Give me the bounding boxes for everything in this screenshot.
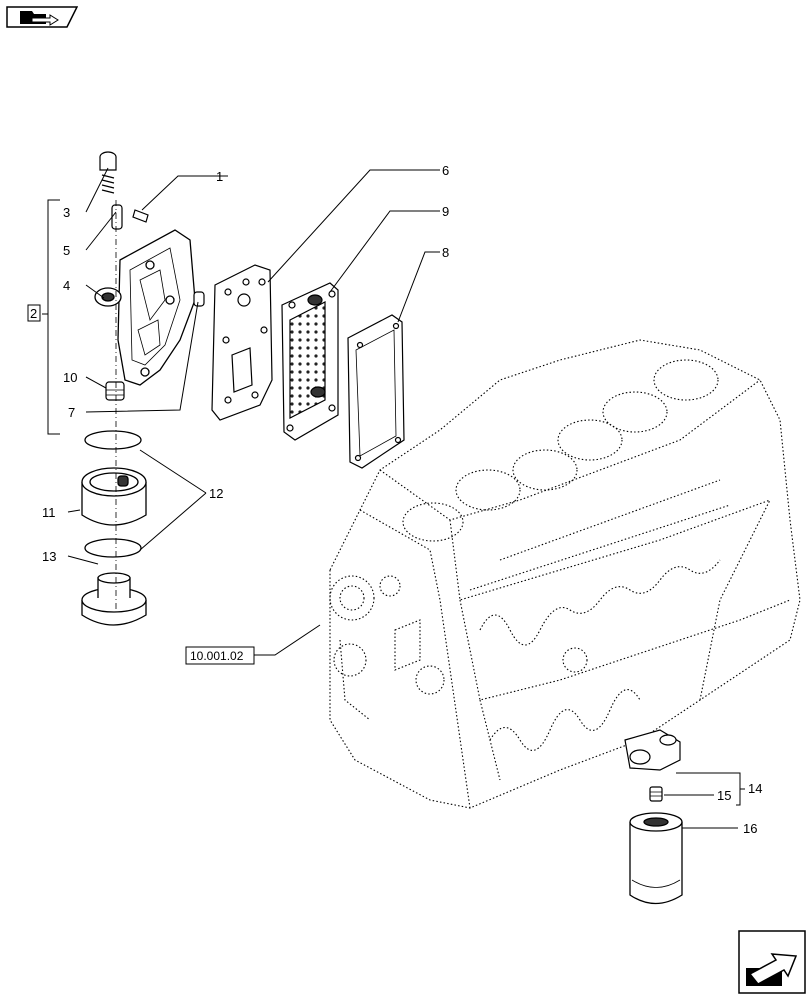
reference-label: 10.001.02 (190, 649, 244, 663)
callout-8: 8 (442, 245, 449, 260)
callout-6: 6 (442, 163, 449, 178)
callout-14: 14 (748, 781, 762, 796)
engine-block (329, 339, 801, 809)
callout-1: 1 (216, 169, 223, 184)
filter-adapter-14 (624, 729, 681, 771)
reference-box (185, 646, 255, 665)
filter-cartridge-16 (629, 812, 683, 905)
nipple-15 (649, 786, 663, 802)
oil-cooler-9 (281, 282, 339, 441)
callout-4: 4 (63, 278, 70, 293)
callout-3: 3 (63, 205, 70, 220)
callout-2-box (27, 304, 41, 322)
folder-arrow-icon[interactable] (6, 6, 78, 28)
cooler-gasket-8 (347, 314, 405, 469)
callout-11: 11 (42, 505, 56, 520)
next-page-arrow-icon[interactable] (738, 930, 806, 994)
callout-10: 10 (63, 370, 77, 385)
callout-9: 9 (442, 204, 449, 219)
callout-13: 13 (42, 549, 56, 564)
filter-head-bowl (81, 430, 147, 626)
cooler-gasket-6 (211, 264, 273, 421)
callout-16: 16 (743, 821, 757, 836)
filter-head-housing (94, 229, 196, 386)
relief-valve-parts (99, 151, 205, 401)
callout-15: 15 (717, 788, 731, 803)
callout-7: 7 (68, 405, 75, 420)
callout-12: 12 (209, 486, 223, 501)
callout-2: 2 (30, 306, 37, 321)
callout-5: 5 (63, 243, 70, 258)
leader-lines (42, 167, 745, 829)
